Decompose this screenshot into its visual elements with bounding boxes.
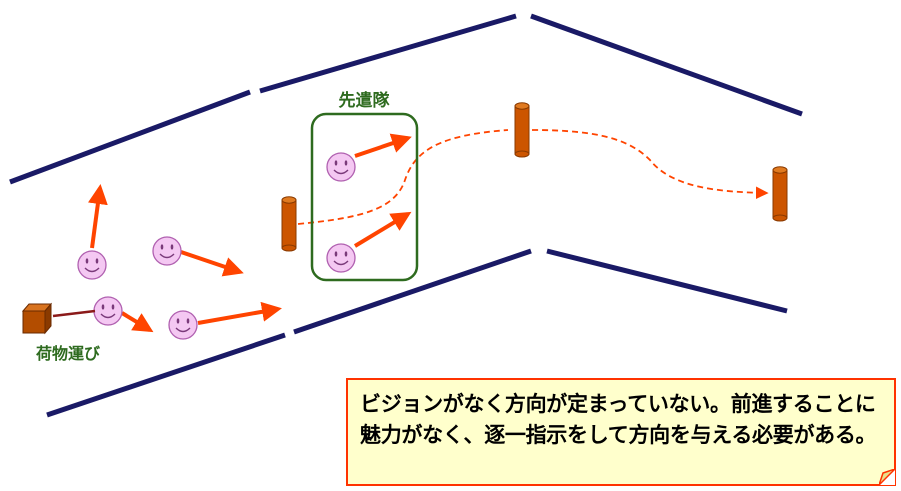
arrow-right-long xyxy=(197,301,282,325)
wall-top-middle xyxy=(259,13,517,94)
arrow-up xyxy=(87,184,108,249)
advance-team-box xyxy=(310,112,419,282)
explanation-note: ビジョンがなく方向が定まっていない。前進することに魅力がなく、逐一指示をして方向… xyxy=(346,378,896,486)
person-face xyxy=(168,310,198,340)
dashed-route xyxy=(297,129,766,225)
arrow-right-short xyxy=(180,250,244,277)
wall-bottom-middle xyxy=(293,248,532,335)
person-face xyxy=(152,236,182,266)
person-face xyxy=(77,250,107,280)
arrow-advance-top xyxy=(354,133,412,158)
wall-top-left xyxy=(9,89,251,185)
wall-bottom-right xyxy=(546,248,788,314)
movement-arrows xyxy=(87,133,412,333)
arrow-down-right xyxy=(120,311,154,333)
wall-top-right xyxy=(530,13,803,117)
arrow-advance-bottom xyxy=(353,211,412,248)
note-fold-corner xyxy=(879,469,895,485)
person-face-advance xyxy=(326,243,356,273)
post-middle xyxy=(514,102,530,158)
person-face-advance xyxy=(326,152,356,182)
post-start xyxy=(281,196,297,252)
advance-team-label: 先遣隊 xyxy=(339,90,391,111)
person-face xyxy=(93,296,123,326)
note-text: ビジョンがなく方向が定まっていない。前進することに魅力がなく、逐一指示をして方向… xyxy=(360,392,877,447)
post-end xyxy=(772,166,788,222)
corridor-walls xyxy=(9,13,803,418)
cargo-carriers-label: 荷物運び xyxy=(36,344,101,363)
wall-bottom-left xyxy=(46,332,286,418)
cargo-box-icon xyxy=(21,302,96,335)
